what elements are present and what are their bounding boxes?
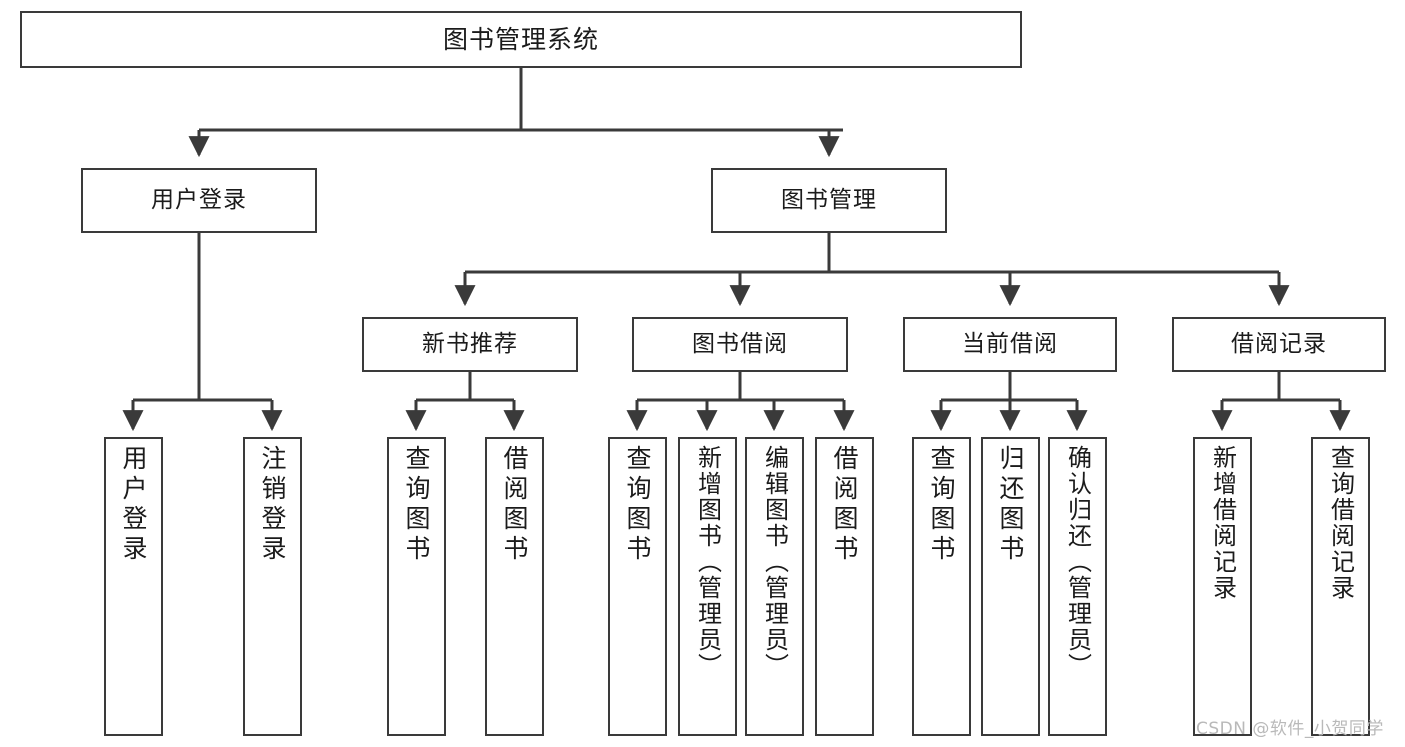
leaf-query-borrow-record[interactable]: 查询借阅记录: [1311, 437, 1370, 736]
node-book-borrow[interactable]: 图书借阅: [632, 317, 848, 372]
leaf-confirm-return-admin[interactable]: 确认归还（管理员）: [1048, 437, 1107, 736]
node-label: 用户登录: [151, 186, 247, 213]
node-current-borrow[interactable]: 当前借阅: [903, 317, 1117, 372]
leaf-query-book-borrow[interactable]: 查询图书: [608, 437, 667, 736]
node-label: 归还图书: [996, 445, 1025, 565]
node-label: 借阅图书: [830, 445, 859, 565]
leaf-edit-book-admin[interactable]: 编辑图书（管理员）: [745, 437, 804, 736]
leaf-add-book-admin[interactable]: 新增图书（管理员）: [678, 437, 737, 736]
node-borrow-record[interactable]: 借阅记录: [1172, 317, 1386, 372]
node-label: 查询图书: [402, 445, 431, 565]
node-label: 新增借阅记录: [1208, 445, 1237, 601]
node-label: 当前借阅: [962, 330, 1058, 357]
node-label: 查询图书: [623, 445, 652, 565]
node-label: 新书推荐: [422, 330, 518, 357]
leaf-logout[interactable]: 注销登录: [243, 437, 302, 736]
node-label: 借阅图书: [500, 445, 529, 565]
node-book-management[interactable]: 图书管理: [711, 168, 947, 233]
node-label: 确认归还（管理员）: [1063, 445, 1092, 679]
node-label: 图书借阅: [692, 330, 788, 357]
node-label: 查询借阅记录: [1326, 445, 1355, 601]
node-label: 编辑图书（管理员）: [760, 445, 789, 679]
leaf-query-book-current[interactable]: 查询图书: [912, 437, 971, 736]
leaf-user-login[interactable]: 用户登录: [104, 437, 163, 736]
node-label: 图书管理系统: [442, 24, 599, 54]
leaf-borrow-book-recommend[interactable]: 借阅图书: [485, 437, 544, 736]
leaf-return-book[interactable]: 归还图书: [981, 437, 1040, 736]
watermark: CSDN @软件_小贺同学: [1196, 719, 1384, 739]
node-label: 借阅记录: [1231, 330, 1327, 357]
node-label: 用户登录: [119, 445, 148, 565]
node-user-login[interactable]: 用户登录: [81, 168, 317, 233]
node-label: 图书管理: [781, 186, 877, 213]
leaf-query-book-recommend[interactable]: 查询图书: [387, 437, 446, 736]
node-new-book-recommend[interactable]: 新书推荐: [362, 317, 578, 372]
node-label: 注销登录: [258, 445, 287, 565]
node-root-library-system[interactable]: 图书管理系统: [20, 11, 1022, 68]
leaf-borrow-book[interactable]: 借阅图书: [815, 437, 874, 736]
leaf-add-borrow-record[interactable]: 新增借阅记录: [1193, 437, 1252, 736]
node-label: 查询图书: [927, 445, 956, 565]
node-label: 新增图书（管理员）: [693, 445, 722, 679]
